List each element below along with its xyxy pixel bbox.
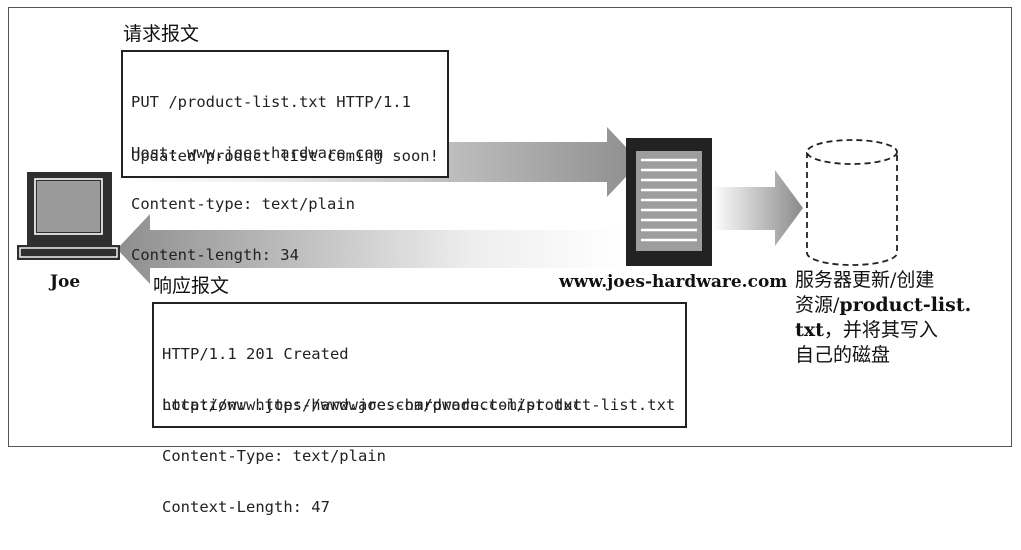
response-body: http://www.joes-hardware.com/product-lis… <box>162 396 582 414</box>
response-header-location: Location: http://www.joes-hardware.com/p… <box>162 396 676 414</box>
response-caption: 响应报文 <box>153 275 230 297</box>
response-arrow <box>117 214 625 284</box>
computer-icon <box>17 172 120 260</box>
response-header-context-length: Context-Length: 47 <box>162 498 330 516</box>
request-header-host: Host: www.joes-hardware.com <box>131 144 383 162</box>
request-body: Updated product list coming soon! <box>131 147 439 165</box>
disk-note-line-1: 服务器更新/创建 <box>795 269 935 291</box>
diagram-frame <box>8 7 1012 447</box>
server-label: www.joes-hardware.com <box>559 272 788 292</box>
response-message-box: HTTP/1.1 201 Created Location: http://ww… <box>152 302 687 516</box>
client-label: Joe <box>50 272 81 292</box>
disk-note-line-4: 自己的磁盘 <box>795 344 891 366</box>
disk-note-line-3: txt，并将其写入 <box>795 319 938 341</box>
server-icon <box>626 138 712 266</box>
request-header-content-type: Content-type: text/plain <box>131 195 355 213</box>
disk-arrow <box>712 170 803 246</box>
request-message-box: PUT /product-list.txt HTTP/1.1 Host: www… <box>121 50 449 264</box>
disk-cylinder-icon <box>806 139 898 266</box>
response-header-content-type: Content-Type: text/plain <box>162 447 386 465</box>
disk-note: 服务器更新/创建 资源/product-list. txt，并将其写入 自己的磁… <box>795 268 971 368</box>
request-caption: 请求报文 <box>123 23 200 45</box>
diagram-graphics <box>17 127 898 284</box>
request-header-content-length: Content-length: 34 <box>131 246 299 264</box>
request-line: PUT /product-list.txt HTTP/1.1 <box>131 93 411 111</box>
response-status-line: HTTP/1.1 201 Created <box>162 345 349 363</box>
disk-note-line-2: 资源/product-list. <box>795 294 972 316</box>
